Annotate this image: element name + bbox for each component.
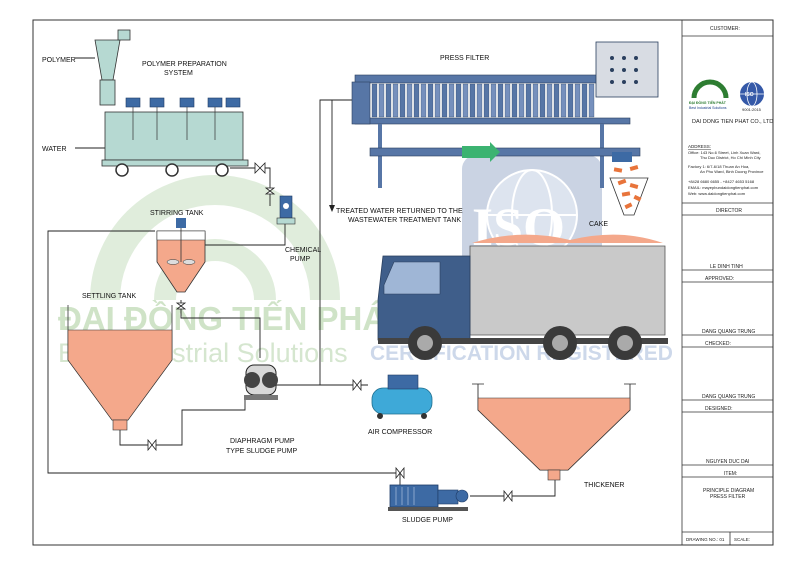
polymer-preparation-system (94, 29, 249, 177)
logo-iso-year: 9001:2015 (742, 107, 762, 112)
item-line-2: PRESS FILTER (710, 494, 746, 500)
press-plate (434, 83, 441, 118)
press-plate (511, 83, 518, 118)
press-plate (525, 83, 532, 118)
website: Web: www.daidongtienphat.com (688, 191, 746, 196)
designed-label: DESIGNED: (705, 406, 733, 412)
thickener (472, 383, 636, 481)
press-plate (420, 83, 427, 118)
factory-line-1: Factory 1: 6/7-6/18 Thuan An Hoa, (688, 164, 749, 169)
press-plate (504, 83, 511, 118)
approved-label: APPROVED: (705, 276, 734, 282)
factory-line-2: An Phu Ward, Binh Duong Province (700, 169, 764, 174)
press-plate (546, 83, 553, 118)
label-diaphragm-pump-2: TYPE SLUDGE PUMP (226, 448, 298, 455)
label-chemical-pump-2: PUMP (290, 256, 311, 263)
label-stirring-tank: STIRRING TANK (150, 210, 204, 217)
office-line-2: Thu Duc District, Ho Chi Minh City (700, 155, 761, 160)
label-polymer: POLYMER (42, 57, 76, 64)
item-line-1: PRINCIPLE DIAGRAM (703, 488, 754, 494)
logo-company-en: Best Industrial Solutions (689, 106, 727, 110)
drawing-number: DRAWING NO.: 01 (686, 537, 725, 542)
scale-label: SCALE: (734, 537, 750, 542)
director-label: DIRECTOR (716, 208, 742, 214)
diaphragm-pump (244, 364, 278, 400)
address-label: ADDRESS: (688, 144, 711, 149)
label-settling-tank: SETTLING TANK (82, 293, 137, 300)
press-plate (441, 83, 448, 118)
label-press-filter: PRESS FILTER (440, 55, 489, 62)
checked-label: CHECKED: (705, 341, 731, 347)
label-chemical-pump-1: CHEMICAL (285, 247, 321, 254)
label-sludge-pump: SLUDGE PUMP (402, 517, 453, 524)
label-water: WATER (42, 146, 67, 153)
office-line-1: Office: 143 No.6 Street, Linh Xuan Ward, (688, 150, 760, 155)
label-treated-water-2: WASTEWATER TREATMENT TANK (348, 217, 461, 224)
press-plate (497, 83, 504, 118)
press-plate (462, 83, 469, 118)
title-block (681, 20, 773, 545)
press-plate (588, 83, 595, 118)
press-plate (469, 83, 476, 118)
press-plate (574, 83, 581, 118)
drawing-border (32, 19, 774, 546)
press-plate (532, 83, 539, 118)
press-plates (371, 83, 595, 118)
press-plate (378, 83, 385, 118)
press-plate (476, 83, 483, 118)
press-plate (490, 83, 497, 118)
press-plate (581, 83, 588, 118)
press-plate (455, 83, 462, 118)
air-compressor (371, 374, 433, 419)
press-plate (483, 83, 490, 118)
press-plate (371, 83, 378, 118)
approved-name: DANG QUANG TRUNG (702, 329, 755, 335)
press-plate (567, 83, 574, 118)
press-plate (539, 83, 546, 118)
email: EMAIL: mayepbundaidongtienphat.com (688, 185, 759, 190)
press-plate (406, 83, 413, 118)
treated-water-arrow (329, 205, 335, 212)
watermark-iso-cert: CERTIFICATION REGISTERED (370, 342, 673, 365)
director-name: LE DINH TINH (710, 264, 743, 270)
company-logo (691, 79, 764, 107)
logo-iso: ISO (745, 92, 754, 98)
phone: +8428 6680 6655 - +8427 4653 5168 (688, 179, 755, 184)
item-label: ITEM: (724, 471, 737, 477)
press-plate (448, 83, 455, 118)
valves (147, 162, 513, 503)
label-polymer-system-2: SYSTEM (164, 70, 193, 77)
sludge-pump (388, 484, 469, 511)
chemical-pump (276, 195, 296, 225)
press-plate (427, 83, 434, 118)
press-filter (351, 41, 659, 216)
press-plate (413, 83, 420, 118)
stirring-tank (156, 218, 206, 293)
dump-truck (377, 234, 668, 360)
label-treated-water-1: TREATED WATER RETURNED TO THE (336, 208, 463, 215)
settling-tank (67, 305, 173, 431)
designed-name: NGUYEN DUC DAI (706, 459, 749, 465)
press-plate (399, 83, 406, 118)
customer-label: CUSTOMER: (710, 26, 740, 32)
label-air-compressor: AIR COMPRESSOR (368, 429, 432, 436)
press-plate (560, 83, 567, 118)
label-cake: CAKE (589, 221, 608, 228)
checked-name: DANG QUANG TRUNG (702, 394, 755, 400)
press-plate (392, 83, 399, 118)
press-plate (553, 83, 560, 118)
press-plate (518, 83, 525, 118)
press-plate (385, 83, 392, 118)
label-diaphragm-pump-1: DIAPHRAGM PUMP (230, 438, 295, 445)
label-polymer-system-1: POLYMER PREPARATION (142, 61, 227, 68)
company-name: DAI DONG TIEN PHAT CO., LTD (692, 119, 773, 125)
logo-company-vn: ĐẠI ĐỒNG TIẾN PHÁT (689, 100, 727, 105)
label-thickener: THICKENER (584, 482, 624, 489)
